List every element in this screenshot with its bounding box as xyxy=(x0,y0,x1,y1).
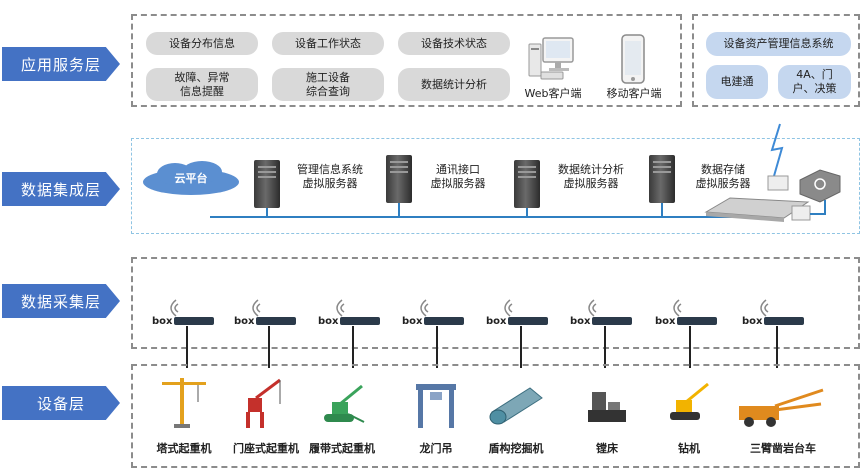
server-icon xyxy=(649,155,675,203)
gantry-crane-icon xyxy=(416,384,456,428)
equipment-label: 三臂凿岩台车 xyxy=(750,442,816,455)
server-link xyxy=(526,208,528,217)
crawler-crane-icon xyxy=(324,384,365,423)
tower-crane-icon xyxy=(162,378,206,428)
box-label: box xyxy=(570,316,591,327)
app-layer-frame-right xyxy=(692,14,860,107)
layer-label-equipment: 设备层 xyxy=(2,386,120,420)
server-label-mis: 管理信息系统 虚拟服务器 xyxy=(297,163,363,190)
collector-box-device xyxy=(174,317,214,325)
box-label: box xyxy=(152,316,173,327)
mobile-client-label: 移动客户端 xyxy=(606,87,662,100)
equipment-label: 门座式起重机 xyxy=(233,442,299,455)
collector-box-device xyxy=(764,317,804,325)
web-client-icon xyxy=(528,37,574,80)
layer-label-integration: 数据集成层 xyxy=(2,172,120,206)
server-label-comm: 通讯接口 虚拟服务器 xyxy=(430,163,486,190)
collector-box-device xyxy=(340,317,380,325)
collector-box-device xyxy=(424,317,464,325)
layer-label-acquisition: 数据采集层 xyxy=(2,284,120,318)
equipment-label: 塔式起重机 xyxy=(156,442,212,455)
box-to-equipment-link xyxy=(352,326,354,368)
mobile-client-icon xyxy=(621,34,645,84)
shield-machine-icon xyxy=(489,387,543,425)
server-icon xyxy=(254,160,280,208)
boring-machine-icon xyxy=(588,392,626,422)
box-label: box xyxy=(742,316,763,327)
btn-equipment-technical-status[interactable]: 设备技术状态 xyxy=(398,32,510,55)
box-to-equipment-link xyxy=(186,326,188,368)
cloud-icon xyxy=(143,161,239,195)
equipment-layer-frame xyxy=(131,364,860,468)
btn-asset-management-system[interactable]: 设备资产管理信息系统 xyxy=(706,32,851,56)
server-label-stats: 数据统计分析 虚拟服务器 xyxy=(558,163,624,190)
server-icon xyxy=(386,155,412,203)
wireless-signal-icon xyxy=(170,299,179,317)
server-link xyxy=(266,208,268,217)
box-to-equipment-link xyxy=(689,326,691,368)
drilling-rig-icon xyxy=(670,382,709,420)
wireless-signal-icon xyxy=(504,299,513,317)
portal-crane-icon xyxy=(246,378,281,428)
web-client-label: Web客户端 xyxy=(524,87,582,100)
wireless-signal-icon xyxy=(336,299,345,317)
box-to-equipment-link xyxy=(776,326,778,368)
server-icon xyxy=(514,160,540,208)
box-label: box xyxy=(402,316,423,327)
server-link xyxy=(661,203,663,217)
collector-box-device xyxy=(508,317,548,325)
wireless-signal-icon xyxy=(673,299,682,317)
network-bus xyxy=(210,216,755,218)
equipment-label: 龙门吊 xyxy=(419,442,453,455)
wireless-signal-icon xyxy=(588,299,597,317)
server-link xyxy=(398,203,400,217)
collector-box-device xyxy=(677,317,717,325)
box-to-equipment-link xyxy=(268,326,270,368)
box-label: box xyxy=(318,316,339,327)
collector-box-device xyxy=(592,317,632,325)
box-to-equipment-link xyxy=(604,326,606,368)
acquisition-layer-frame xyxy=(131,257,860,349)
collector-box-device xyxy=(256,317,296,325)
integration-layer-frame xyxy=(131,138,860,234)
server-label-storage: 数据存储 虚拟服务器 xyxy=(695,163,751,190)
layer-label-app: 应用服务层 xyxy=(2,47,120,81)
btn-equipment-query[interactable]: 施工设备 综合查询 xyxy=(272,68,384,101)
cloud-label: 云平台 xyxy=(174,172,208,185)
box-to-equipment-link xyxy=(520,326,522,368)
btn-equipment-working-status[interactable]: 设备工作状态 xyxy=(272,32,384,55)
btn-equipment-distribution[interactable]: 设备分布信息 xyxy=(146,32,258,55)
btn-portal-decision[interactable]: 4A、门 户、决策 xyxy=(778,65,851,99)
equipment-label: 钻机 xyxy=(678,442,700,455)
equipment-label: 镗床 xyxy=(596,442,618,455)
wireless-signal-icon xyxy=(420,299,429,317)
box-to-equipment-link xyxy=(436,326,438,368)
btn-statistics[interactable]: 数据统计分析 xyxy=(398,68,510,101)
app-layer-frame xyxy=(131,14,682,107)
rock-drilling-jumbo-icon xyxy=(739,388,824,427)
wireless-signal-icon xyxy=(252,299,261,317)
box-label: box xyxy=(655,316,676,327)
network-equipment-icon xyxy=(704,123,841,222)
btn-dianjiantong[interactable]: 电建通 xyxy=(706,65,768,99)
wireless-signal-icon xyxy=(760,299,769,317)
equipment-label: 履带式起重机 xyxy=(309,442,375,455)
box-label: box xyxy=(486,316,507,327)
equipment-label: 盾构挖掘机 xyxy=(488,442,544,455)
box-label: box xyxy=(234,316,255,327)
btn-fault-alert[interactable]: 故障、异常 信息提醒 xyxy=(146,68,258,101)
